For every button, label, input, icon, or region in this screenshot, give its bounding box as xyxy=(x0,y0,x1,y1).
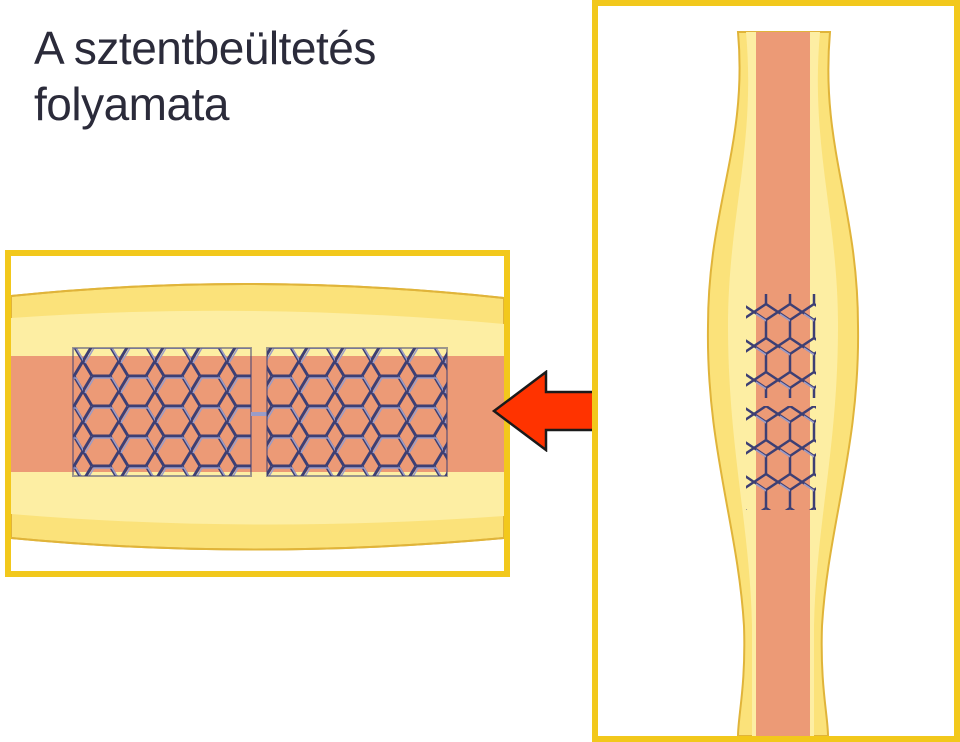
stent-segment-lower xyxy=(746,406,816,510)
expanded-stent-panel xyxy=(5,250,510,577)
stent-segment-right xyxy=(266,347,448,477)
stent-segment-left xyxy=(72,347,252,477)
vertical-vessel-illustration xyxy=(598,6,954,736)
page-title: A sztentbeültetés folyamata xyxy=(34,20,376,132)
title-line-2: folyamata xyxy=(34,78,229,130)
title-line-1: A sztentbeültetés xyxy=(34,22,376,74)
stent-segment-upper xyxy=(746,294,816,398)
vessel-stent-panel xyxy=(592,0,960,742)
horizontal-vessel-illustration xyxy=(11,256,504,571)
